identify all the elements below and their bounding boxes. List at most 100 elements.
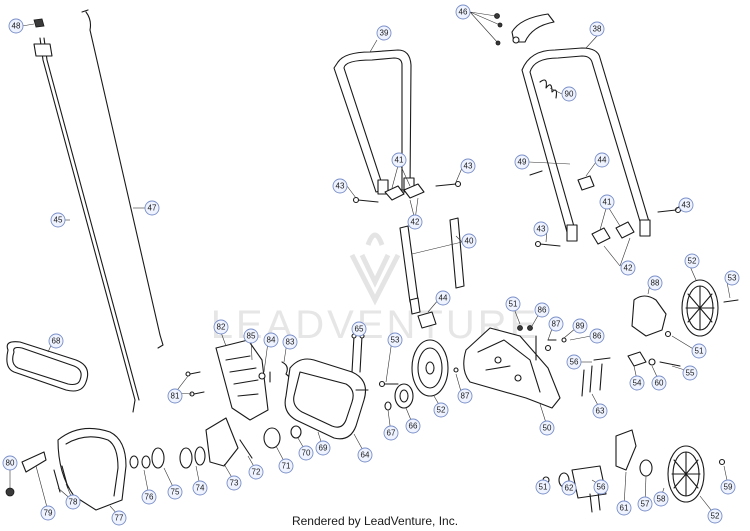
svg-text:52: 52: [437, 406, 446, 415]
svg-text:46: 46: [459, 8, 468, 17]
svg-text:70: 70: [302, 449, 311, 458]
callout-41a: 41: [391, 152, 407, 168]
small-parts-83-85: [258, 361, 292, 387]
svg-text:51: 51: [539, 483, 548, 492]
lower-right-parts: [542, 429, 726, 513]
svg-text:62: 62: [565, 484, 574, 493]
wheel-52-center: [411, 339, 459, 397]
deck-hardware: [517, 325, 567, 361]
cable-clip-48: [33, 18, 45, 28]
spacers-73-76: [129, 417, 302, 469]
callout-51b: 51: [691, 343, 707, 359]
svg-text:72: 72: [252, 468, 261, 477]
belt-68: [6, 341, 89, 392]
callouts: 48 46 39 38 90 47 45 41 43 43 42 49 44 4…: [2, 4, 740, 526]
svg-text:56: 56: [597, 483, 606, 492]
svg-text:43: 43: [537, 225, 546, 234]
callout-74: 74: [192, 480, 208, 496]
svg-text:64: 64: [361, 451, 370, 460]
credit-line: Rendered by LeadVenture, Inc.: [292, 514, 458, 528]
upper-handle-39: [333, 49, 415, 195]
callout-82: 82: [213, 319, 229, 335]
svg-text:53: 53: [728, 274, 737, 283]
svg-text:87: 87: [552, 320, 561, 329]
callout-53a: 53: [724, 270, 740, 286]
callout-87b: 87: [457, 388, 473, 404]
svg-text:73: 73: [230, 479, 239, 488]
callout-54: 54: [629, 375, 645, 391]
callout-83: 83: [282, 334, 298, 350]
cable-45: [33, 37, 140, 413]
callout-76: 76: [141, 489, 157, 505]
svg-text:63: 63: [596, 407, 605, 416]
callout-72: 72: [248, 464, 264, 480]
callout-70: 70: [298, 445, 314, 461]
svg-text:66: 66: [409, 422, 418, 431]
wheel-52-upper: [631, 279, 739, 338]
svg-text:50: 50: [543, 424, 552, 433]
callout-43d: 43: [678, 197, 694, 213]
svg-text:84: 84: [267, 336, 276, 345]
svg-text:85: 85: [247, 332, 256, 341]
callout-52c: 52: [707, 508, 723, 524]
svg-text:42: 42: [411, 218, 420, 227]
callout-46: 46: [455, 4, 471, 20]
callout-41b: 41: [599, 194, 615, 210]
svg-text:83: 83: [286, 338, 295, 347]
callout-69: 69: [315, 440, 331, 456]
upper-handle-38: [521, 47, 651, 242]
callout-66: 66: [405, 418, 421, 434]
lower-handle-40: [399, 217, 465, 315]
callout-53b: 53: [387, 332, 403, 348]
callout-63: 63: [592, 403, 608, 419]
svg-text:52: 52: [711, 512, 720, 521]
svg-text:90: 90: [565, 90, 574, 99]
bolts-65: [351, 333, 369, 391]
callout-50: 50: [539, 420, 555, 436]
pulley-66: [378, 380, 414, 411]
svg-text:81: 81: [171, 392, 180, 401]
svg-text:44: 44: [598, 156, 607, 165]
svg-text:61: 61: [620, 504, 629, 513]
svg-text:76: 76: [145, 493, 154, 502]
spring-90: [539, 79, 558, 99]
svg-text:38: 38: [593, 25, 602, 34]
svg-text:49: 49: [518, 158, 527, 167]
callout-51c: 51: [535, 479, 551, 495]
callout-43b: 43: [460, 158, 476, 174]
callout-43a: 43: [332, 178, 348, 194]
svg-text:68: 68: [52, 337, 61, 346]
bracket-44: [417, 311, 437, 329]
svg-text:58: 58: [657, 495, 666, 504]
callout-44b: 44: [435, 290, 451, 306]
guard-77: [57, 427, 127, 511]
svg-text:39: 39: [380, 29, 389, 38]
svg-text:82: 82: [217, 323, 226, 332]
svg-text:43: 43: [464, 162, 473, 171]
svg-text:67: 67: [387, 429, 396, 438]
callout-51a: 51: [505, 296, 521, 312]
callout-88: 88: [647, 275, 663, 291]
callout-49: 49: [514, 154, 530, 170]
svg-text:43: 43: [336, 182, 345, 191]
svg-text:44: 44: [439, 294, 448, 303]
callout-43c: 43: [533, 221, 549, 237]
svg-text:78: 78: [69, 498, 78, 507]
callout-77: 77: [111, 510, 127, 526]
callout-75: 75: [167, 484, 183, 500]
svg-text:47: 47: [148, 204, 157, 213]
callout-86a: 86: [534, 302, 550, 318]
svg-text:41: 41: [395, 156, 404, 165]
svg-text:51: 51: [509, 300, 518, 309]
gearbox-housing-64: [284, 358, 367, 440]
callout-90: 90: [561, 86, 577, 102]
svg-text:52: 52: [688, 257, 697, 266]
callout-56b: 56: [593, 479, 609, 495]
callout-87a: 87: [548, 316, 564, 332]
svg-text:65: 65: [355, 325, 364, 334]
svg-text:41: 41: [603, 198, 612, 207]
callout-38: 38: [589, 21, 605, 37]
watermark-logo-icon: [349, 232, 401, 306]
callout-79: 79: [40, 505, 56, 521]
